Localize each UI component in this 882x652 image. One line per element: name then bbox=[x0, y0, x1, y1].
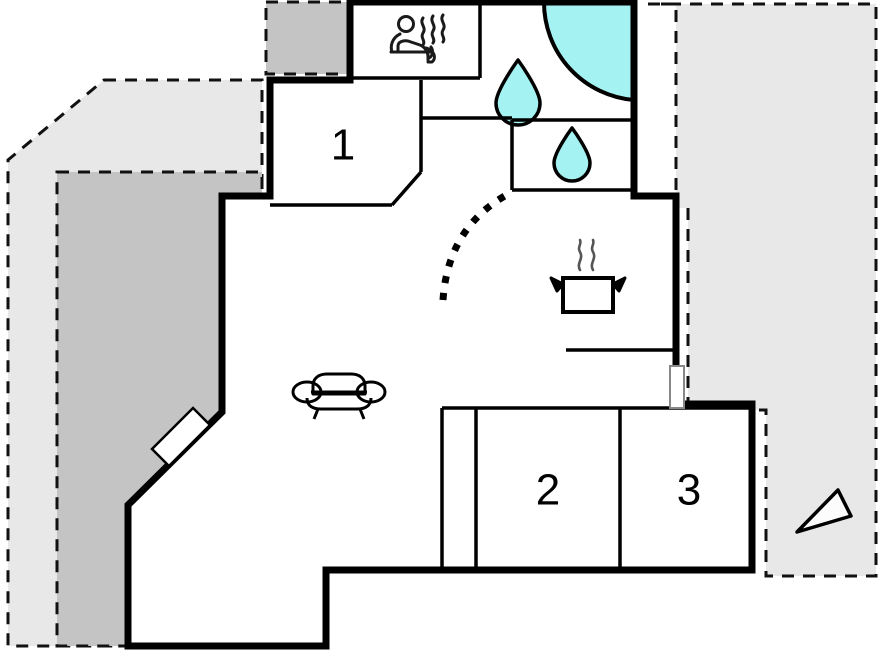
stove-pot-icon bbox=[549, 238, 627, 314]
bathtub-icon bbox=[541, 0, 636, 102]
sauna-icon bbox=[389, 13, 446, 64]
door-diagonal-west[interactable] bbox=[150, 406, 212, 468]
sofa-icon bbox=[291, 372, 387, 420]
building-exterior-wall bbox=[124, 0, 756, 650]
water-drop-upper-icon bbox=[494, 58, 542, 127]
room-label-3: 3 bbox=[677, 466, 701, 515]
building-interior-fill bbox=[128, 2, 752, 646]
room-label-2: 2 bbox=[536, 466, 560, 515]
water-drop-lower-icon bbox=[552, 126, 592, 183]
door-swing-arc bbox=[439, 188, 514, 301]
north-arrow-icon bbox=[795, 488, 853, 534]
wall-room1-angled bbox=[390, 170, 423, 207]
door-east-kitchen[interactable] bbox=[669, 365, 685, 409]
room-label-1: 1 bbox=[331, 121, 355, 170]
terrace-north-block bbox=[264, 0, 352, 76]
